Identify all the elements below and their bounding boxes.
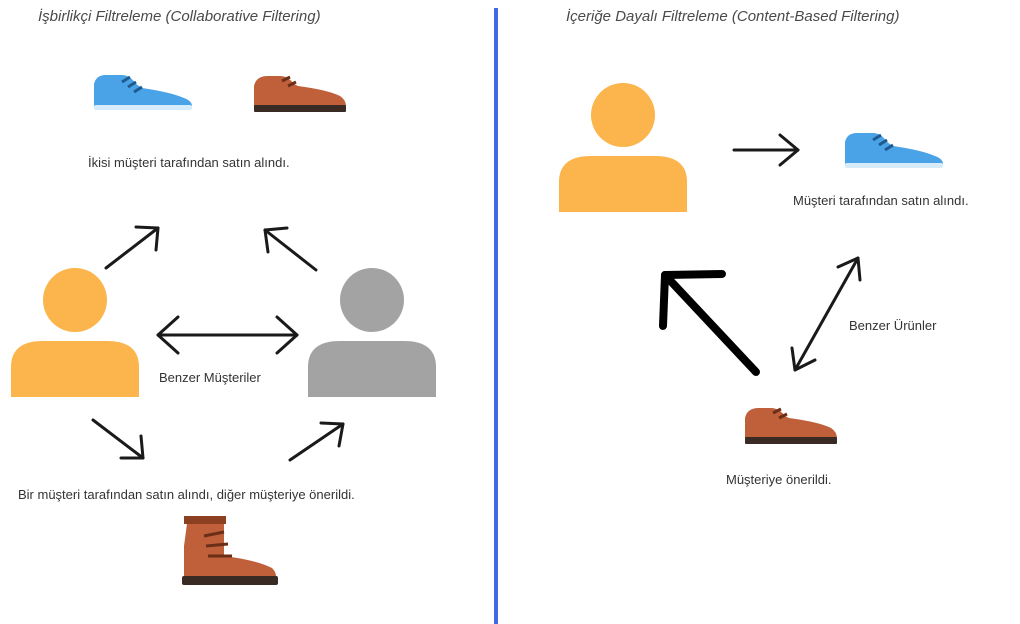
- arrow-icon: [263, 226, 318, 272]
- boot-icon: [180, 514, 280, 587]
- thick-arrow-icon: [659, 270, 760, 376]
- arrow-icon: [104, 225, 160, 270]
- dress-shoe-icon: [252, 74, 348, 114]
- recommended-to-customer-label: Müşteriye önerildi.: [726, 472, 832, 487]
- customer-person-icon: [11, 268, 139, 397]
- recommended-label: Bir müşteri tarafından satın alındı, diğ…: [18, 487, 355, 502]
- bought-label: Müşteri tarafından satın alındı.: [793, 193, 969, 208]
- arrow-icon: [732, 133, 800, 167]
- content-based-filtering-title: İçeriğe Dayalı Filtreleme (Content-Based…: [566, 8, 900, 25]
- double-arrow-icon: [156, 315, 299, 355]
- collaborative-filtering-title: İşbirlikçi Filtreleme (Collaborative Fil…: [38, 8, 321, 25]
- both-bought-label: İkisi müşteri tarafından satın alındı.: [88, 155, 290, 170]
- arrow-icon: [91, 418, 145, 460]
- arrow-icon: [288, 421, 345, 462]
- sneaker-icon: [843, 131, 945, 170]
- double-arrow-icon: [790, 256, 862, 372]
- sneaker-icon: [92, 73, 194, 112]
- customer-person-icon: [559, 83, 687, 212]
- similar-customers-label: Benzer Müşteriler: [159, 370, 261, 385]
- dress-shoe-icon: [743, 406, 839, 446]
- similar-products-label: Benzer Ürünler: [849, 318, 937, 333]
- panel-divider: [494, 8, 498, 624]
- similar-customer-person-icon: [308, 268, 436, 397]
